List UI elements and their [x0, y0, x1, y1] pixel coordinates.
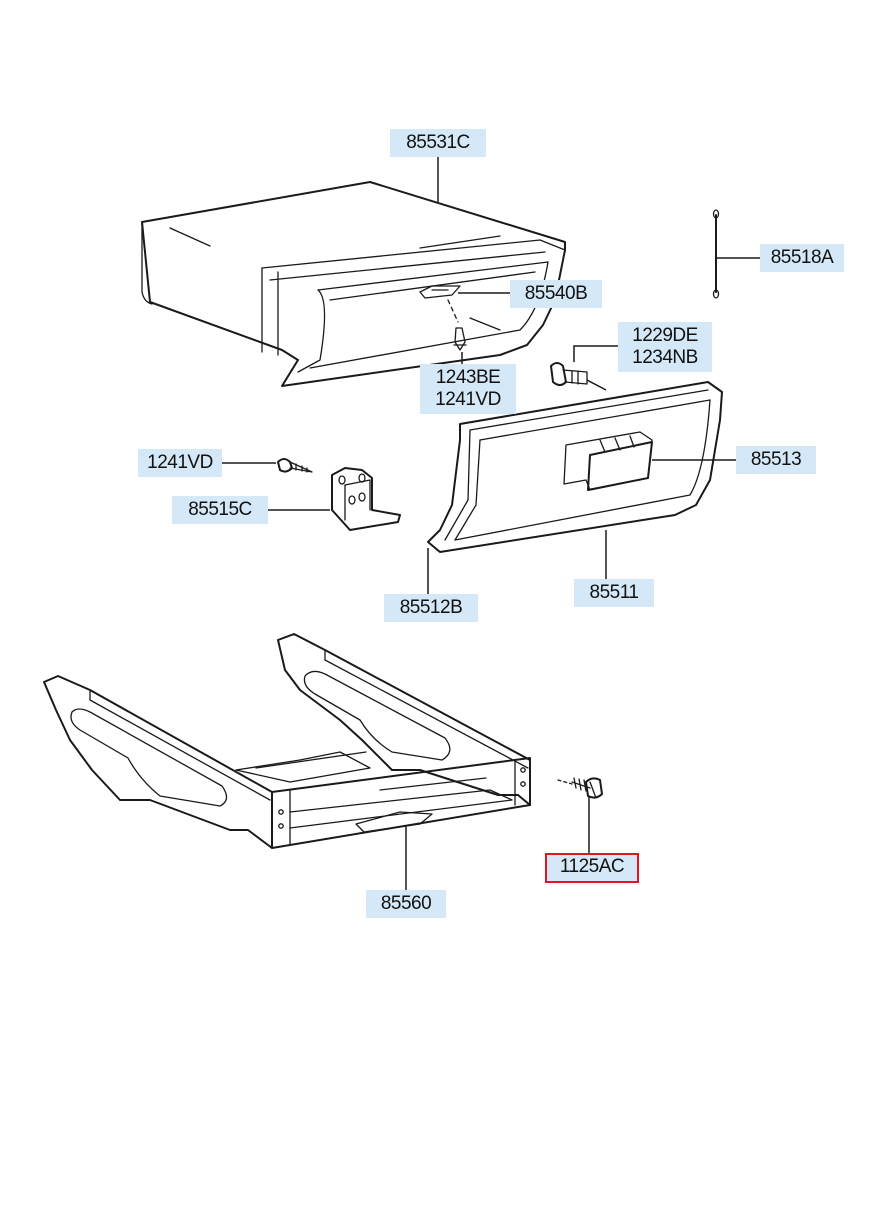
damper-rod-drawing — [712, 209, 720, 299]
leader-lines — [222, 154, 762, 890]
hinge-bracket-drawing — [277, 458, 401, 531]
part-label-85531c[interactable]: 85531C — [390, 129, 486, 157]
part-label-85560[interactable]: 85560 — [366, 890, 446, 918]
part-label-85511[interactable]: 85511 — [574, 579, 654, 607]
part-label-85540b[interactable]: 85540B — [510, 280, 602, 308]
part-label-85512b[interactable]: 85512B — [384, 594, 478, 622]
glove-box-housing-drawing — [141, 181, 566, 387]
part-label-85513[interactable]: 85513 — [736, 446, 816, 474]
part-label-85518a[interactable]: 85518A — [760, 244, 844, 272]
stopper-bolt-drawing — [550, 362, 588, 386]
support-bracket-drawing — [43, 633, 531, 849]
part-label-1241vd[interactable]: 1241VD — [138, 449, 222, 477]
glove-box-door-drawing — [427, 381, 723, 553]
part-label-85515c[interactable]: 85515C — [172, 496, 268, 524]
bracket-bolt-drawing — [557, 777, 603, 799]
part-label-1125ac[interactable]: 1125AC — [545, 853, 639, 883]
